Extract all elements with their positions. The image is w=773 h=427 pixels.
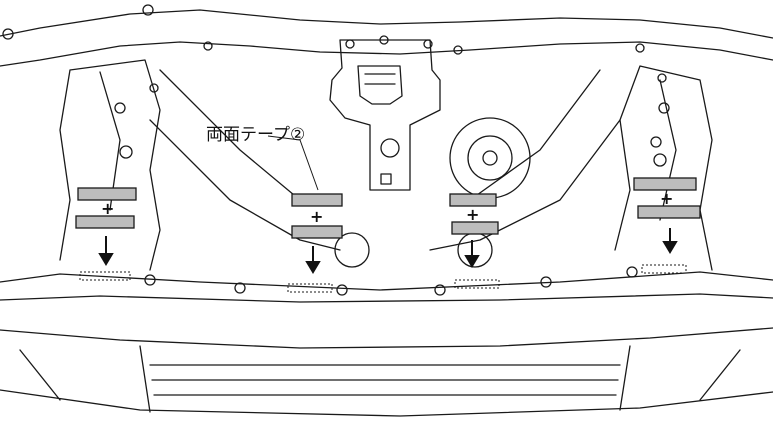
plus-marker: + <box>310 207 323 226</box>
right-side-member <box>614 65 713 271</box>
tape-group-left <box>75 187 137 229</box>
plus-marker: + <box>660 189 673 208</box>
plus-marker: + <box>466 205 479 224</box>
callout-leader-line <box>267 135 319 191</box>
horn-left <box>334 232 370 268</box>
tape-group-right <box>633 177 701 219</box>
tape-strip <box>633 177 697 191</box>
down-arrow-icon <box>98 236 114 266</box>
right-frame <box>429 69 621 251</box>
mounting-nuts <box>2 4 667 296</box>
left-frame <box>149 69 341 251</box>
right-hole-2 <box>650 136 662 148</box>
horn-disc-inner <box>467 135 513 181</box>
down-arrow-icon <box>305 246 321 274</box>
tape-position-4 <box>641 264 687 274</box>
bracket-slot <box>380 173 392 185</box>
tape-strip <box>449 193 497 207</box>
right-hole-3 <box>653 153 667 167</box>
latch-detail <box>357 65 403 105</box>
tape-position-2 <box>287 283 333 293</box>
tape-strip <box>77 187 137 201</box>
left-side-member <box>59 59 161 271</box>
hood-latch-bracket <box>329 39 441 191</box>
bumper-body <box>0 327 773 417</box>
plus-marker: + <box>101 199 114 218</box>
tape-strip <box>637 205 701 219</box>
horn-disc-center <box>482 150 498 166</box>
tape-position-1 <box>79 271 131 281</box>
radiator-support-outline <box>0 9 773 67</box>
right-hole-1 <box>658 102 670 114</box>
tape-group-center-left <box>291 193 343 239</box>
tape-strip <box>75 215 135 229</box>
tape-strip <box>291 225 343 239</box>
down-arrow-icon <box>662 228 678 254</box>
left-hole-2 <box>119 145 133 159</box>
grille <box>139 345 631 413</box>
tape-strip <box>451 221 499 235</box>
tape-strip <box>291 193 343 207</box>
tape-group-center-right <box>449 193 499 235</box>
down-arrow-icon <box>464 240 480 268</box>
tape-position-3 <box>454 279 500 289</box>
bracket-hole <box>380 138 400 158</box>
bumper-beam <box>0 271 773 303</box>
tape-callout-label: 両面テープ② <box>206 125 306 145</box>
left-hole-1 <box>114 102 126 114</box>
